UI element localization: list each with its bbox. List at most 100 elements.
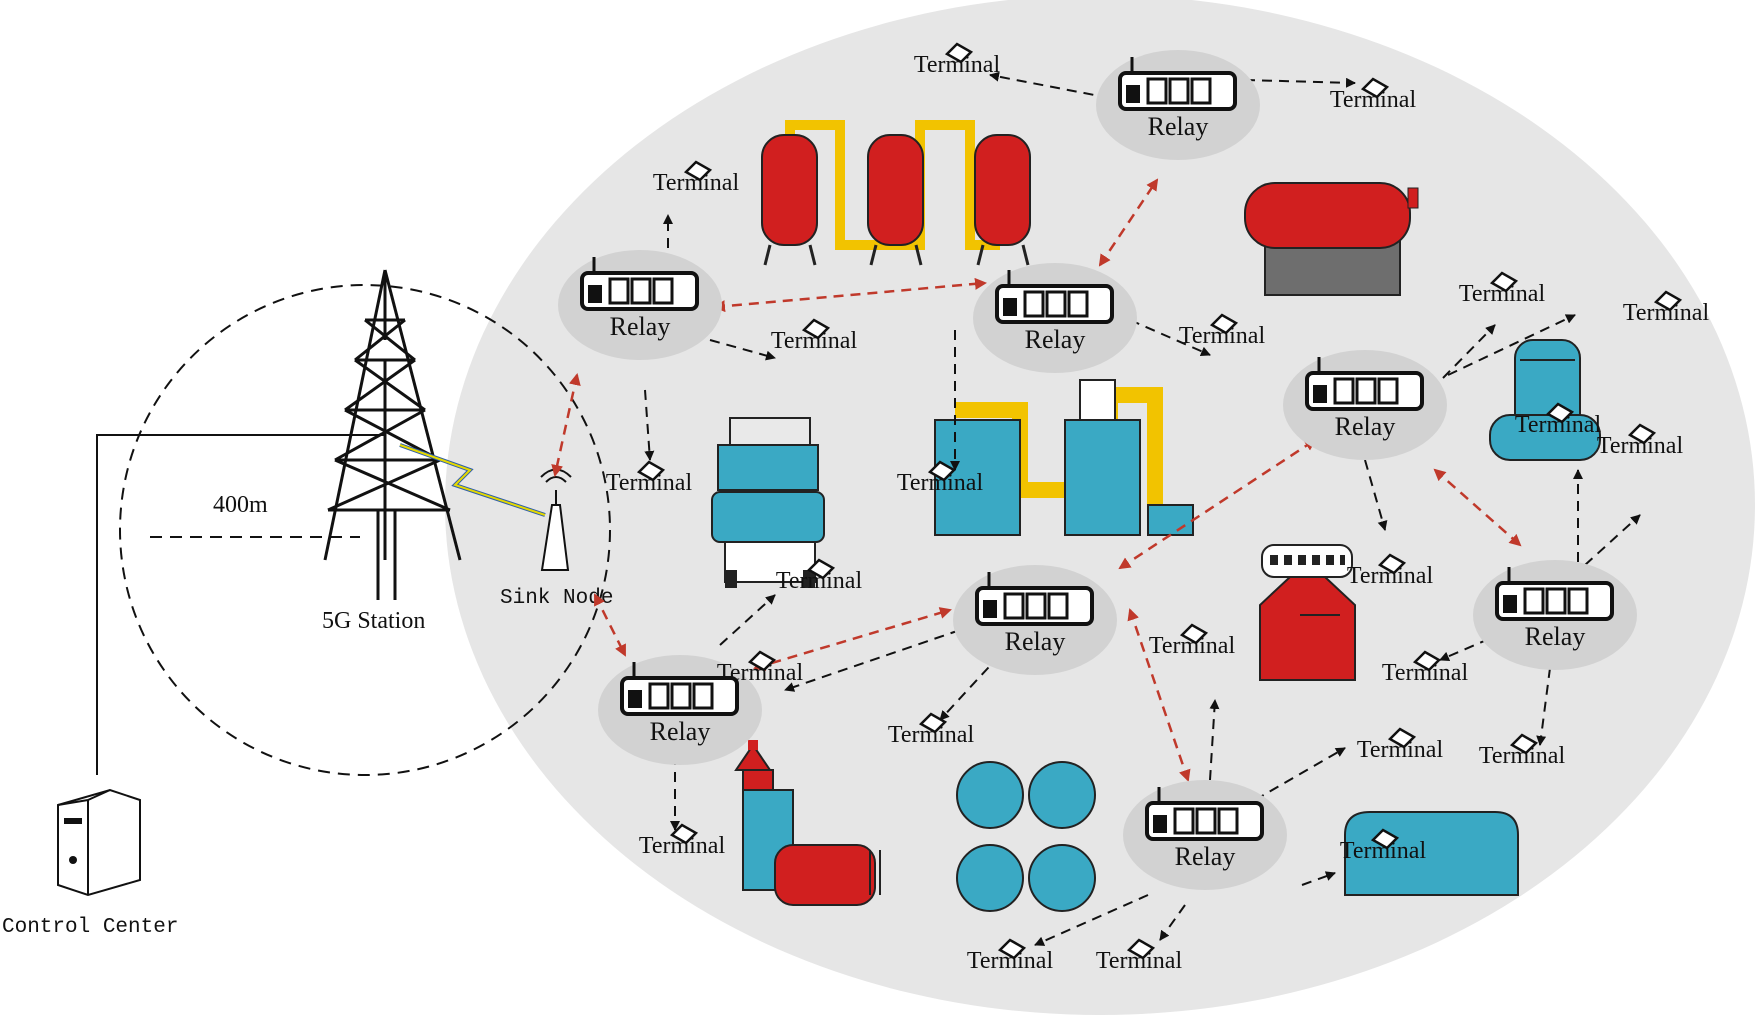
tower-icon xyxy=(323,269,462,600)
terminal-label: Terminal xyxy=(1096,948,1183,974)
round-tanks xyxy=(956,761,1096,912)
relay-label: Relay xyxy=(1175,842,1236,871)
relay-label: Relay xyxy=(1025,325,1086,354)
terminal-sensor-icon xyxy=(1489,271,1519,293)
terminal-label: Terminal xyxy=(967,948,1054,974)
terminal-node: Terminal xyxy=(914,42,1001,78)
sink-label: Sink Node xyxy=(500,587,613,610)
terminal-label: Terminal xyxy=(1340,838,1427,864)
control-center-link xyxy=(96,434,385,775)
terminal-sensor-icon xyxy=(1179,623,1209,645)
terminal-label: Terminal xyxy=(1515,412,1602,438)
relay-node: Relay xyxy=(1096,50,1260,160)
relay-node: Relay xyxy=(598,655,762,765)
terminal-sensor-icon xyxy=(1377,553,1407,575)
terminal-sensor-icon xyxy=(1126,938,1156,960)
terminal-sensor-icon xyxy=(1509,733,1539,755)
terminal-label: Terminal xyxy=(1179,323,1266,349)
terminal-node: Terminal xyxy=(776,558,863,594)
terminal-sensor-icon xyxy=(1360,77,1390,99)
boiler xyxy=(1244,182,1419,296)
terminal-sensor-icon xyxy=(1209,313,1239,335)
terminal-label: Terminal xyxy=(1357,737,1444,763)
terminal-sensor-icon xyxy=(944,42,974,64)
transformer xyxy=(1259,544,1356,681)
server-icon xyxy=(57,788,141,897)
relay-node: Relay xyxy=(558,250,722,360)
terminal-node: Terminal xyxy=(717,650,804,686)
terminal-label: Terminal xyxy=(776,568,863,594)
relay-router-icon xyxy=(1118,57,1237,111)
terminal-label: Terminal xyxy=(1382,660,1469,686)
relay-label: Relay xyxy=(650,717,711,746)
terminal-sensor-icon xyxy=(1412,650,1442,672)
hopper xyxy=(711,417,825,588)
terminal-node: Terminal xyxy=(1479,733,1566,769)
terminal-node: Terminal xyxy=(1515,402,1602,438)
terminal-label: Terminal xyxy=(639,833,726,859)
relay-router-icon xyxy=(620,662,739,716)
terminal-node: Terminal xyxy=(1382,650,1469,686)
terminal-label: Terminal xyxy=(1597,433,1684,459)
terminal-sensor-icon xyxy=(918,712,948,734)
relay-label: Relay xyxy=(1335,412,1396,441)
terminal-label: Terminal xyxy=(606,470,693,496)
relay-label: Relay xyxy=(1525,622,1586,651)
station-label: 5G Station xyxy=(322,608,425,634)
relay-node: Relay xyxy=(1473,560,1637,670)
terminal-sensor-icon xyxy=(669,823,699,845)
terminal-node: Terminal xyxy=(606,460,693,496)
radius-label: 400m xyxy=(213,492,268,518)
terminal-node: Terminal xyxy=(1623,290,1710,326)
terminal-sensor-icon xyxy=(1387,727,1417,749)
relay-label: Relay xyxy=(1005,627,1066,656)
terminal-node: Terminal xyxy=(1459,271,1546,307)
terminal-label: Terminal xyxy=(1330,87,1417,113)
control-center-label: Control Center xyxy=(2,916,178,939)
terminal-node: Terminal xyxy=(1149,623,1236,659)
relay-router-icon xyxy=(580,257,699,311)
terminal-label: Terminal xyxy=(1623,300,1710,326)
terminal-label: Terminal xyxy=(1459,281,1546,307)
terminal-sensor-icon xyxy=(683,160,713,182)
terminal-node: Terminal xyxy=(771,318,858,354)
relay-node: Relay xyxy=(1283,350,1447,460)
terminal-label: Terminal xyxy=(1479,743,1566,769)
terminal-sensor-icon xyxy=(747,650,777,672)
relay-router-icon xyxy=(1305,357,1424,411)
terminal-node: Terminal xyxy=(1597,423,1684,459)
red-tanks xyxy=(761,120,1031,266)
relay-links xyxy=(551,178,1522,782)
terminal-node: Terminal xyxy=(1179,313,1266,349)
coverage-radius-circle xyxy=(119,284,611,776)
relay-label: Relay xyxy=(1148,112,1209,141)
column-tank xyxy=(734,740,881,906)
terminal-node: Terminal xyxy=(1340,828,1427,864)
terminal-sensor-icon xyxy=(801,318,831,340)
terminal-node: Terminal xyxy=(1347,553,1433,589)
compressor xyxy=(1489,339,1601,461)
terminal-node: Terminal xyxy=(897,460,984,496)
terminal-links xyxy=(644,71,1641,946)
terminal-sensor-icon xyxy=(927,460,957,482)
terminal-label: Terminal xyxy=(1149,633,1236,659)
terminal-label: Terminal xyxy=(914,52,1001,78)
relay-node: Relay xyxy=(973,263,1137,373)
terminal-label: Terminal xyxy=(888,722,975,748)
relay-node: Relay xyxy=(953,565,1117,675)
terminal-node: Terminal xyxy=(1096,938,1183,974)
terminal-node: Terminal xyxy=(639,823,726,859)
relay-router-icon xyxy=(975,572,1094,626)
terminal-sensor-icon xyxy=(1370,828,1400,850)
terminal-node: Terminal xyxy=(1357,727,1444,763)
terminal-label: Terminal xyxy=(771,328,858,354)
terminal-label: Terminal xyxy=(717,660,804,686)
relay-router-icon xyxy=(1495,567,1614,621)
terminal-label: Terminal xyxy=(897,470,984,496)
relay-router-icon xyxy=(995,270,1114,324)
terminal-node: Terminal xyxy=(888,712,975,748)
terminal-node: Terminal xyxy=(1330,77,1417,113)
terminal-node: Terminal xyxy=(967,938,1054,974)
